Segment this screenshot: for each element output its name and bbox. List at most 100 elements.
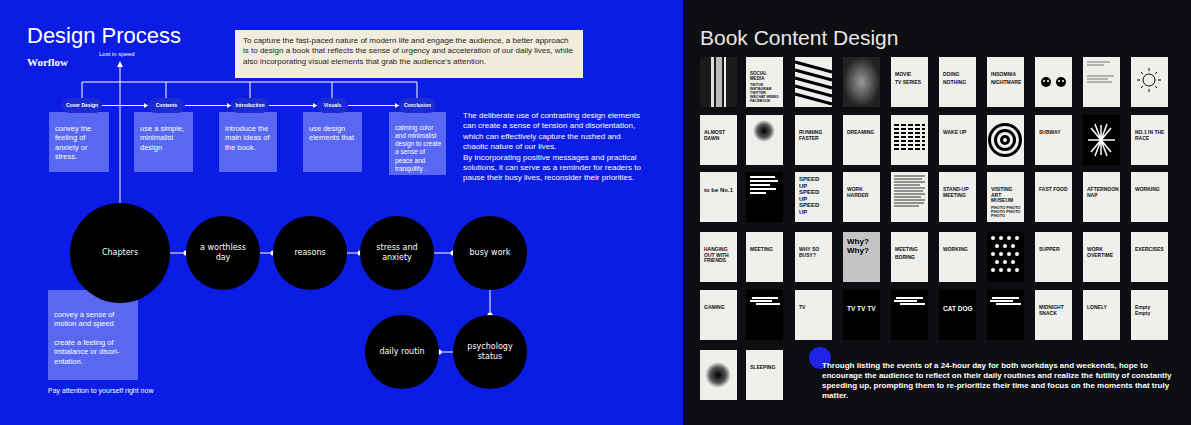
node-text: WORKING: [1135, 187, 1165, 193]
node-text: WORK HARDER: [847, 187, 877, 198]
circle-text: reasons: [294, 248, 325, 258]
chapter-circle: daily routin: [365, 315, 439, 389]
book-thumbnail: MEETING: [746, 232, 783, 282]
node-text: NOTHING: [943, 80, 973, 86]
book-thumbnail: WORK OVERTIME: [1083, 232, 1120, 282]
circle-text: busy work: [470, 248, 511, 258]
book-thumbnail: SPEED UP SPEED UP SPEED UP: [795, 172, 832, 222]
node-text: convey the feeling of anxiety or stress.: [55, 124, 105, 162]
node-text: BORING: [895, 255, 925, 261]
node-text: ALMOST DAWN: [704, 130, 734, 141]
node-text: AFTERNOON NAP: [1087, 187, 1117, 198]
node-text: CAT DOG: [943, 305, 973, 312]
node-text: Contents: [156, 103, 178, 109]
book-thumbnail: RUNNING FASTER: [795, 115, 832, 165]
note-box: To capture the fast-paced nature of mode…: [235, 30, 583, 78]
book-thumbnail: DREAMING: [843, 115, 880, 165]
node-text: Cover Design: [66, 103, 98, 109]
node-text: Empty Empty: [1135, 305, 1165, 316]
step-box: use a simple, minimalist design: [134, 112, 193, 172]
node-text: TIKTOK INSTAGRAM TWITTER WECHAT WEIBO FA…: [750, 84, 780, 104]
node-text: Why? Why?: [847, 238, 877, 256]
node-text: reasons: [294, 248, 325, 258]
book-thumbnail: STAND-UP MEETING: [939, 172, 976, 222]
section-label: Worflow: [27, 56, 68, 68]
node-text: busy work: [470, 248, 511, 258]
node-text: to be No.1: [704, 187, 734, 194]
node-text: Conclusion: [404, 103, 431, 109]
node-text: Introduction: [235, 103, 264, 109]
circle-text: daily routin: [379, 347, 424, 357]
step-box: calming color and minimalist design to c…: [389, 112, 446, 175]
node-text: calming color and minimalist design to c…: [395, 124, 442, 173]
node-text: WORK OVERTIME: [1087, 247, 1117, 258]
footer-note: Pay attention to yourself right now: [48, 387, 153, 395]
connector: [102, 103, 148, 108]
node-text: STAND-UP MEETING: [943, 187, 973, 198]
node-text: SOCIAL MEDIA: [750, 72, 780, 82]
node-text: create a feeling of imbalance or disori-…: [54, 338, 134, 366]
book-thumbnail: VISITING ART MUSEUMPHOTO PHOTO PHOTO PHO…: [987, 172, 1024, 222]
step-pill: Conclusion: [399, 98, 436, 113]
node-text: RUNNING FASTER: [799, 130, 829, 141]
node-text: use a simple, minimalist design: [140, 124, 189, 152]
step-box: introduce the main ideas of the book.: [219, 112, 277, 172]
node-text: MIDNIGHT SNACK: [1039, 305, 1069, 316]
book-thumbnail: to be No.1: [700, 172, 737, 222]
book-thumbnail: EXERCISES: [1131, 232, 1168, 282]
book-thumbnail: CAT DOG: [939, 290, 976, 340]
node-text: DOING: [943, 72, 973, 78]
node-text: SPEED UP SPEED UP SPEED UP: [799, 176, 829, 216]
node-text: To capture the fast-paced nature of mode…: [243, 36, 575, 67]
book-thumbnail: NO.1 IN THE RACE: [1131, 115, 1168, 165]
node-text: use design elements that: [309, 124, 358, 143]
tree-lines: [82, 63, 417, 203]
node-text: PHOTO PHOTO PHOTO PHOTO PHOTO: [991, 206, 1021, 219]
book-thumbnail: AFTERNOON NAP: [1083, 172, 1120, 222]
step-box: use design elements that: [303, 112, 362, 172]
book-thumbnail: SOCIAL MEDIA TIKTOK INSTAGRAM TWITTER WEC…: [746, 57, 783, 107]
node-text: stress and anxiety: [370, 243, 424, 264]
node-text: LONELY: [1087, 305, 1117, 311]
node-text: HANGING OUT WITH FRIENDS: [704, 247, 734, 264]
node-text: FAST FOOD: [1039, 187, 1069, 193]
chapter-box: convey a sense of motion and speedcreate…: [48, 290, 138, 380]
node-text: SUBWAY: [1039, 130, 1069, 136]
node-text: WAKE UP: [943, 130, 973, 136]
node-text: EXERCISES: [1135, 247, 1165, 253]
thumb-art: [700, 57, 1168, 400]
node-text: Chapters: [102, 248, 138, 258]
step-pill: Cover Design: [62, 98, 102, 113]
book-thumbnail: SUBWAY: [1035, 115, 1072, 165]
chapter-circle: busy work: [453, 216, 527, 290]
book-thumbnail: WORKING: [939, 232, 976, 282]
circle-text: a worthless day: [196, 243, 250, 264]
connector: [269, 103, 317, 108]
node-text: a worthless day: [196, 243, 250, 264]
book-thumbnail: Empty Empty: [1131, 290, 1168, 340]
root-label: Lost in speed: [99, 51, 135, 58]
node-text: NO.1 IN THE RACE: [1135, 130, 1165, 141]
book-thumbnail: Why? Why?: [843, 232, 880, 282]
book-thumbnail: ALMOST DAWN: [700, 115, 737, 165]
book-thumbnail: SLEEPING: [746, 350, 783, 400]
book-thumbnail: WORK HARDER: [843, 172, 880, 222]
chapter-circle: Chapters: [70, 203, 170, 303]
chapter-circle: reasons: [273, 216, 347, 290]
step-pill: Contents: [148, 98, 185, 113]
node-text: MEETING: [895, 247, 925, 253]
arrow-head: [117, 61, 123, 67]
book-thumbnail: WHY SO BUSY?: [795, 232, 832, 282]
node-text: WORKING: [943, 247, 973, 253]
node-text: SUPPER: [1039, 247, 1069, 253]
node-text: psychology status: [463, 342, 517, 363]
node-text: TV SERIES: [895, 80, 925, 86]
node-text: Visuals: [324, 103, 341, 109]
node-text: TV: [799, 305, 829, 311]
book-thumbnail: INSOMNIANIGHTMARE: [987, 57, 1024, 107]
book-thumbnail: MEETING BORING: [891, 232, 928, 282]
node-text: INSOMNIA: [991, 72, 1021, 78]
node-text: SLEEPING: [750, 365, 780, 371]
book-thumbnail: GAMING: [700, 290, 737, 340]
connector: [348, 103, 399, 108]
